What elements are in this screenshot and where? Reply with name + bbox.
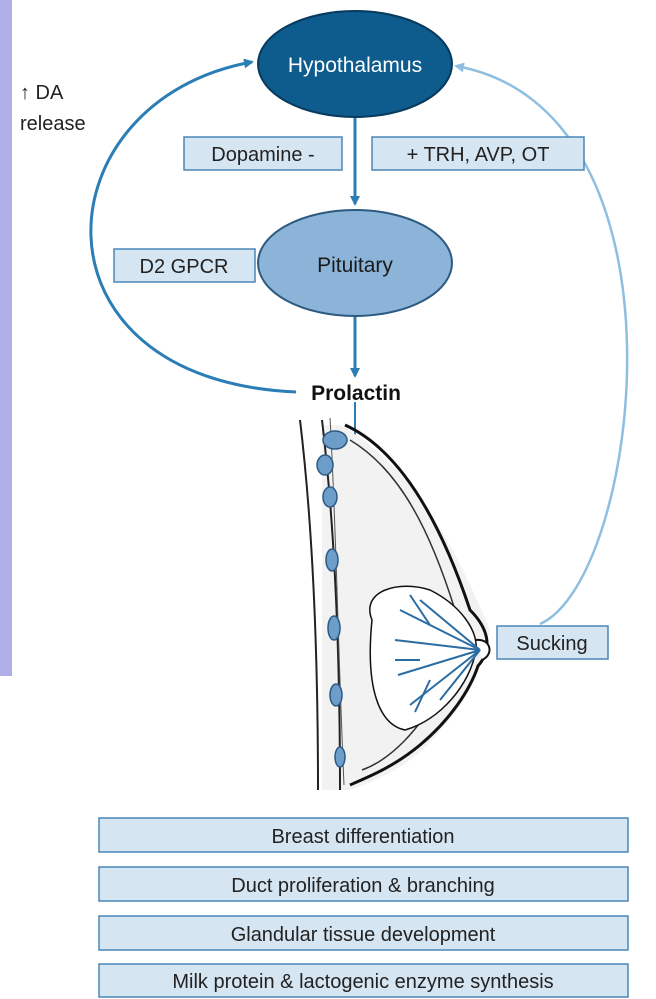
pituitary-label: Pituitary	[317, 254, 393, 277]
sucking-label: Sucking	[516, 633, 587, 655]
hypothalamus-node: Hypothalamus	[258, 11, 452, 117]
da-release-feedback-arrow	[91, 62, 296, 392]
effect-box: Duct proliferation & branching	[99, 867, 628, 901]
effect-box: Glandular tissue development	[99, 916, 628, 950]
breast-illustration	[300, 418, 490, 790]
dopamine-box: Dopamine -	[184, 137, 342, 170]
effect-box: Milk protein & lactogenic enzyme synthes…	[99, 964, 628, 997]
effect-label: Breast differentiation	[271, 826, 454, 848]
pituitary-node: Pituitary	[258, 210, 452, 316]
trh-avp-ot-box: + TRH, AVP, OT	[372, 137, 584, 170]
da-release-label-line1: ↑ DA	[20, 82, 64, 104]
hypothalamus-label: Hypothalamus	[288, 54, 422, 77]
trh-avp-ot-label: + TRH, AVP, OT	[407, 144, 550, 166]
effect-label: Milk protein & lactogenic enzyme synthes…	[172, 971, 553, 993]
d2-gpcr-label: D2 GPCR	[140, 256, 229, 278]
dopamine-label: Dopamine -	[211, 144, 314, 166]
effect-label: Glandular tissue development	[231, 924, 496, 946]
d2-gpcr-box: D2 GPCR	[114, 249, 255, 282]
prolactin-label: Prolactin	[311, 382, 401, 405]
sucking-box: Sucking	[497, 626, 608, 659]
effect-box: Breast differentiation	[99, 818, 628, 852]
effect-label: Duct proliferation & branching	[231, 875, 494, 897]
da-release-label-line2: release	[20, 113, 86, 135]
